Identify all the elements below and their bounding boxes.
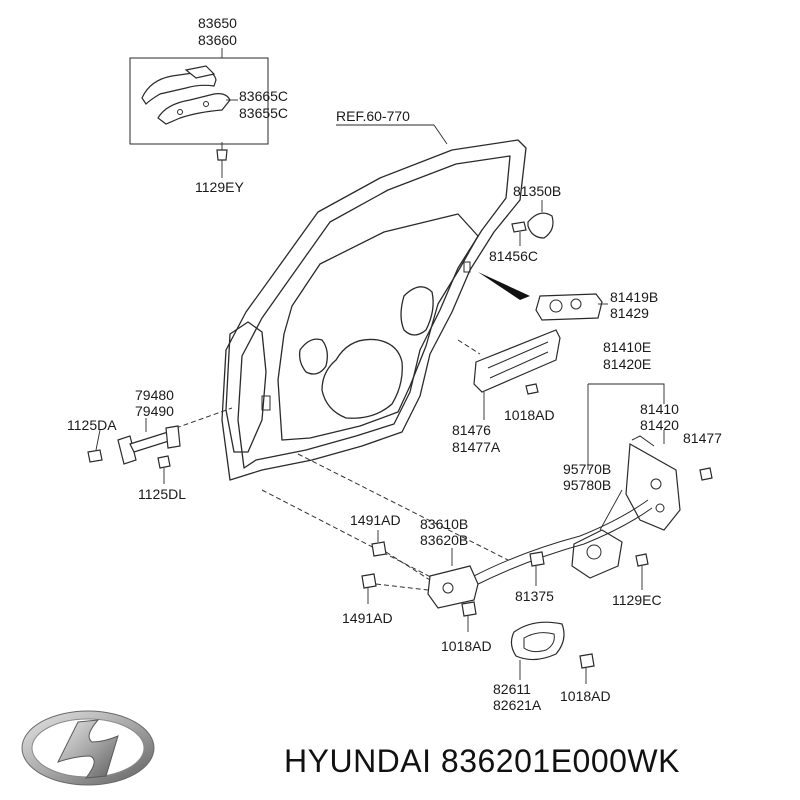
bolt-1125da — [87, 449, 103, 463]
label-83660: 83660 — [198, 32, 237, 48]
bezel-82611-group — [510, 621, 595, 684]
outside-handle-cap — [184, 65, 216, 79]
brand-part-number: HYUNDAI 836201E000WK — [284, 743, 680, 779]
bolt-1018ad-c — [579, 653, 595, 669]
plate-81476-group — [457, 329, 561, 420]
checker-bracket-b — [165, 425, 181, 449]
label-81375: 81375 — [515, 588, 554, 604]
label-1018ad-a: 1018AD — [504, 407, 555, 423]
label-81419b: 81419B — [610, 289, 658, 305]
door-latch-group — [587, 383, 713, 531]
bezel-82611 — [510, 621, 565, 661]
actuator-group — [571, 489, 649, 590]
label-ref-60-770: REF.60-770 — [336, 108, 410, 124]
handle-base-part — [157, 93, 231, 125]
rod-cable-2 — [473, 507, 653, 587]
label-81410: 81410 — [640, 401, 679, 417]
label-81476: 81476 — [452, 422, 491, 438]
clip-1491ad-b — [361, 573, 377, 589]
bolt-81456c — [511, 221, 527, 233]
label-81429: 81429 — [610, 305, 649, 321]
label-1491ad-b: 1491AD — [342, 610, 393, 626]
label-1129ey: 1129EY — [195, 179, 244, 195]
label-1018ad-c: 1018AD — [560, 688, 611, 704]
label-83610b: 83610B — [420, 516, 468, 532]
clip-81375 — [529, 551, 545, 567]
inside-handle-assy-group — [361, 530, 479, 632]
label-83655c: 83655C — [239, 105, 288, 121]
outside-handle-box — [129, 57, 269, 145]
label-82621a: 82621A — [493, 697, 542, 713]
bolt-1018ad-b — [461, 601, 477, 617]
label-81420: 81420 — [640, 417, 679, 433]
label-1018ad-b: 1018AD — [441, 638, 492, 654]
outside-handle-group — [129, 48, 269, 178]
bolt-1129ec — [635, 553, 649, 567]
label-83620b: 83620B — [420, 532, 468, 548]
label-79480: 79480 — [135, 387, 174, 403]
label-81420e: 81420E — [603, 356, 651, 372]
label-83665c: 83665C — [239, 88, 288, 104]
door-checker-group — [87, 407, 233, 484]
bolt-1129ey — [216, 149, 228, 161]
bracket-81419b — [535, 293, 603, 321]
label-1125da: 1125DA — [67, 417, 117, 433]
part-labels: 83650 83660 83665C 83655C 1129EY REF.60-… — [67, 15, 722, 713]
label-81456c: 81456C — [489, 248, 538, 264]
clip-81375-group — [529, 551, 545, 586]
outside-handle-part — [141, 71, 217, 105]
label-95780b: 95780B — [563, 477, 611, 493]
bolt-1125dl — [157, 455, 171, 469]
bracket-81419b-group — [535, 293, 608, 321]
label-83650: 83650 — [198, 15, 237, 31]
actuator-95770b — [571, 529, 623, 579]
clip-81350b-group — [511, 200, 554, 246]
latch-81410 — [625, 443, 681, 531]
label-81410e: 81410E — [603, 339, 651, 355]
label-82611: 82611 — [493, 681, 531, 697]
door-outline — [221, 139, 530, 481]
pointer-wedge — [478, 272, 530, 300]
label-81350b: 81350B — [513, 183, 561, 199]
label-95770b: 95770B — [563, 461, 611, 477]
label-81477: 81477 — [683, 430, 722, 446]
hyundai-logo-icon — [21, 710, 155, 786]
label-1125dl: 1125DL — [138, 486, 186, 502]
label-81477a: 81477A — [452, 439, 501, 455]
bolt-81477 — [699, 467, 713, 481]
rod-cable-1 — [469, 499, 649, 579]
checker-arm — [129, 431, 173, 453]
clip-1491ad-a — [371, 541, 387, 557]
label-1129ec: 1129EC — [612, 592, 662, 608]
plate-81476 — [473, 329, 561, 393]
label-1491ad-a: 1491AD — [350, 512, 401, 528]
clip-81350b — [527, 212, 554, 239]
bolt-1018ad-a — [525, 383, 539, 395]
label-79490: 79490 — [135, 403, 174, 419]
